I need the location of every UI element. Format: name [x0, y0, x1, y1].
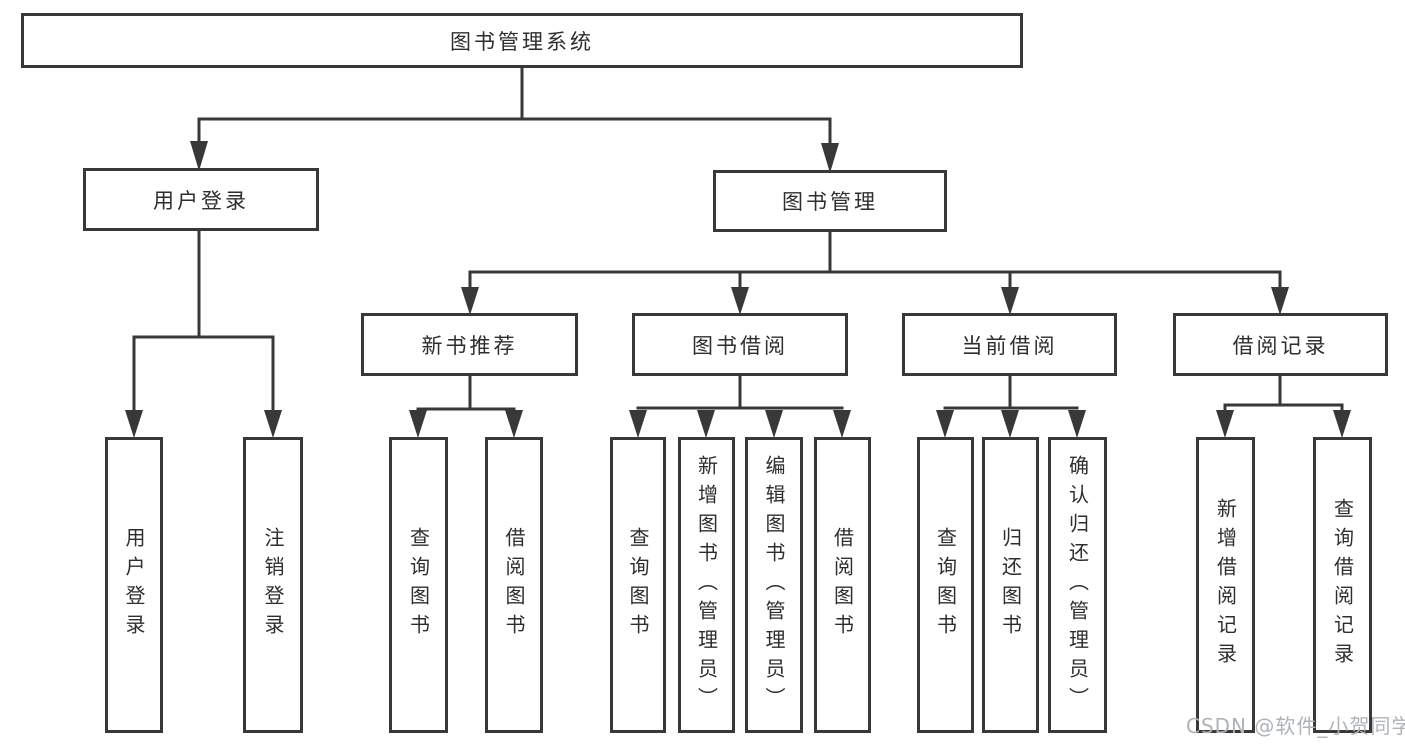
node-user-login: 用户登录	[83, 168, 319, 231]
node-borrowing-records: 借阅记录	[1173, 313, 1388, 376]
arrowhead	[697, 410, 715, 438]
arrowhead	[833, 410, 851, 438]
arrowhead	[461, 287, 479, 315]
leaf-add-books-admin: 新增图书（管理员）	[678, 437, 735, 733]
leaf-return-books: 归还图书	[982, 437, 1039, 733]
arrowhead	[936, 410, 954, 438]
arrowhead	[821, 143, 839, 173]
node-current-borrowing: 当前借阅	[902, 313, 1117, 376]
node-book-borrowing: 图书借阅	[632, 313, 848, 376]
arrowhead	[629, 410, 647, 438]
leaf-query-books-recommend: 查询图书	[389, 437, 448, 733]
arrowhead	[1001, 287, 1019, 315]
arrowhead	[1271, 287, 1289, 315]
leaf-user-login: 用户登录	[105, 437, 163, 733]
arrowhead	[1001, 410, 1019, 438]
arrowhead	[1333, 410, 1351, 438]
leaf-borrow-books-recommend: 借阅图书	[485, 437, 543, 733]
leaf-query-books-current: 查询图书	[917, 437, 974, 733]
leaf-add-borrow-record: 新增借阅记录	[1196, 437, 1255, 733]
leaf-confirm-return-admin: 确认归还（管理员）	[1048, 437, 1107, 733]
arrowhead	[505, 410, 523, 438]
arrowhead	[731, 287, 749, 315]
leaf-edit-books-admin: 编辑图书（管理员）	[745, 437, 803, 733]
arrowhead	[125, 410, 143, 438]
arrowhead	[190, 141, 208, 171]
node-library-system: 图书管理系统	[21, 13, 1023, 68]
arrowhead	[1068, 410, 1086, 438]
node-new-book-recommend: 新书推荐	[361, 313, 578, 376]
csdn-watermark: CSDN @软件_小贺同学	[1186, 714, 1405, 738]
leaf-borrow-books: 借阅图书	[814, 437, 871, 733]
arrowhead	[1216, 410, 1234, 438]
arrowhead	[264, 410, 282, 438]
leaf-logout: 注销登录	[243, 437, 303, 733]
node-book-management: 图书管理	[713, 170, 947, 232]
arrowhead	[409, 410, 427, 438]
leaf-query-books-borrow: 查询图书	[610, 437, 666, 733]
leaf-query-borrow-record: 查询借阅记录	[1313, 437, 1372, 733]
arrowhead	[765, 410, 783, 438]
